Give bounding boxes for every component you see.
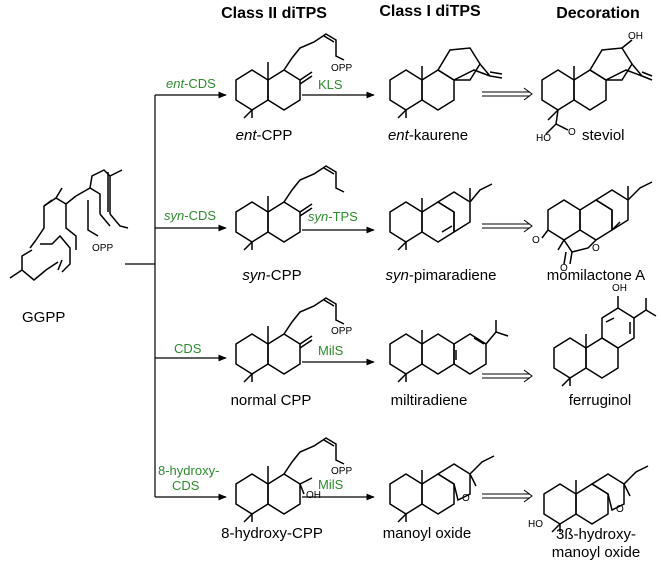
syn-pimaradiene-structure [389, 183, 493, 251]
miltiradiene-label: miltiradiene [390, 392, 468, 409]
enzyme-ent-cds: ent-CDS [166, 76, 216, 91]
momilactone-o2-label: O [560, 263, 568, 274]
enzyme-8-hydroxy-cds-line2: CDS [172, 478, 200, 493]
header-class-i: Class I diTPS [379, 3, 481, 20]
ent-cpp-opp-label: OPP [331, 63, 353, 74]
enzyme-cds: CDS [174, 341, 202, 356]
miltiradiene-structure [389, 320, 509, 383]
enzyme-syn-cds: syn-CDS [164, 208, 217, 223]
double-arrow-row2 [482, 219, 533, 233]
manoyl-oxide-structure [389, 455, 495, 523]
ggpp-structure [9, 169, 129, 281]
steviol-oh-label: OH [628, 31, 643, 42]
3b-hydroxy-manoyl-oxide-structure [543, 465, 649, 533]
manoyl-oxide-label: manoyl oxide [382, 525, 472, 542]
ggpp-opp-label: OPP [92, 243, 114, 254]
normal-cpp-structure [235, 297, 345, 383]
3b-hydroxy-manoyl-oxide-ho-label: HO [528, 519, 543, 530]
3b-hydroxy-manoyl-oxide-label-line1: 3ß-hydroxy- [555, 526, 637, 543]
enzyme-kls: KLS [318, 77, 343, 92]
8-hydroxy-cpp-structure [235, 437, 345, 523]
header-class-ii: Class II diTPS [221, 5, 327, 22]
ferruginol-oh-label: OH [612, 283, 627, 294]
syn-cpp-structure [235, 165, 345, 251]
enzyme-mils-1: MilS [318, 343, 344, 358]
branch-lines [125, 91, 227, 501]
enzyme-8-hydroxy-cds-line1: 8-hydroxy- [158, 463, 220, 478]
normal-cpp-label: normal CPP [230, 392, 312, 409]
manoyl-oxide-o-label: O [462, 493, 470, 504]
steviol-o-label: O [568, 127, 576, 138]
enzyme-mils-2: MilS [318, 477, 344, 492]
8-hydroxy-cpp-label: 8-hydroxy-CPP [221, 525, 323, 542]
momilactone-o1-label: O [532, 235, 540, 246]
8-hydroxy-cpp-opp-label: OPP [331, 466, 353, 477]
momilactone-a-label: momilactone A [546, 267, 646, 284]
ent-cpp-label: ent-CPP [235, 127, 293, 144]
momilactone-a-structure [541, 181, 653, 265]
3b-hydroxy-manoyl-oxide-o-label: O [616, 504, 624, 515]
ggpp-label: GGPP [22, 309, 66, 326]
syn-cpp-label: syn-CPP [242, 267, 302, 284]
ent-kaurene-structure [389, 47, 503, 119]
ent-kaurene-label: ent-kaurene [387, 127, 469, 144]
double-arrow-row1 [482, 87, 533, 101]
double-arrow-row4 [482, 489, 533, 503]
enzyme-syn-tps: syn-TPS [308, 209, 358, 224]
double-arrow-row3 [482, 369, 533, 383]
normal-cpp-opp-label: OPP [331, 326, 353, 337]
momilactone-o3-label: O [592, 243, 600, 254]
steviol-structure [541, 39, 653, 135]
3b-hydroxy-manoyl-oxide-label-line2: manoyl oxide [551, 544, 641, 561]
syn-pimaradiene-label: syn-pimaradiene [385, 267, 497, 284]
ferruginol-label: ferruginol [568, 392, 632, 409]
header-decoration: Decoration [556, 5, 640, 22]
steviol-label: steviol [582, 127, 625, 144]
ferruginol-structure [553, 296, 657, 387]
ent-cpp-structure [235, 33, 345, 119]
steviol-ho-label: HO [536, 133, 551, 144]
8-hydroxy-cpp-oh-label: OH [306, 490, 321, 501]
